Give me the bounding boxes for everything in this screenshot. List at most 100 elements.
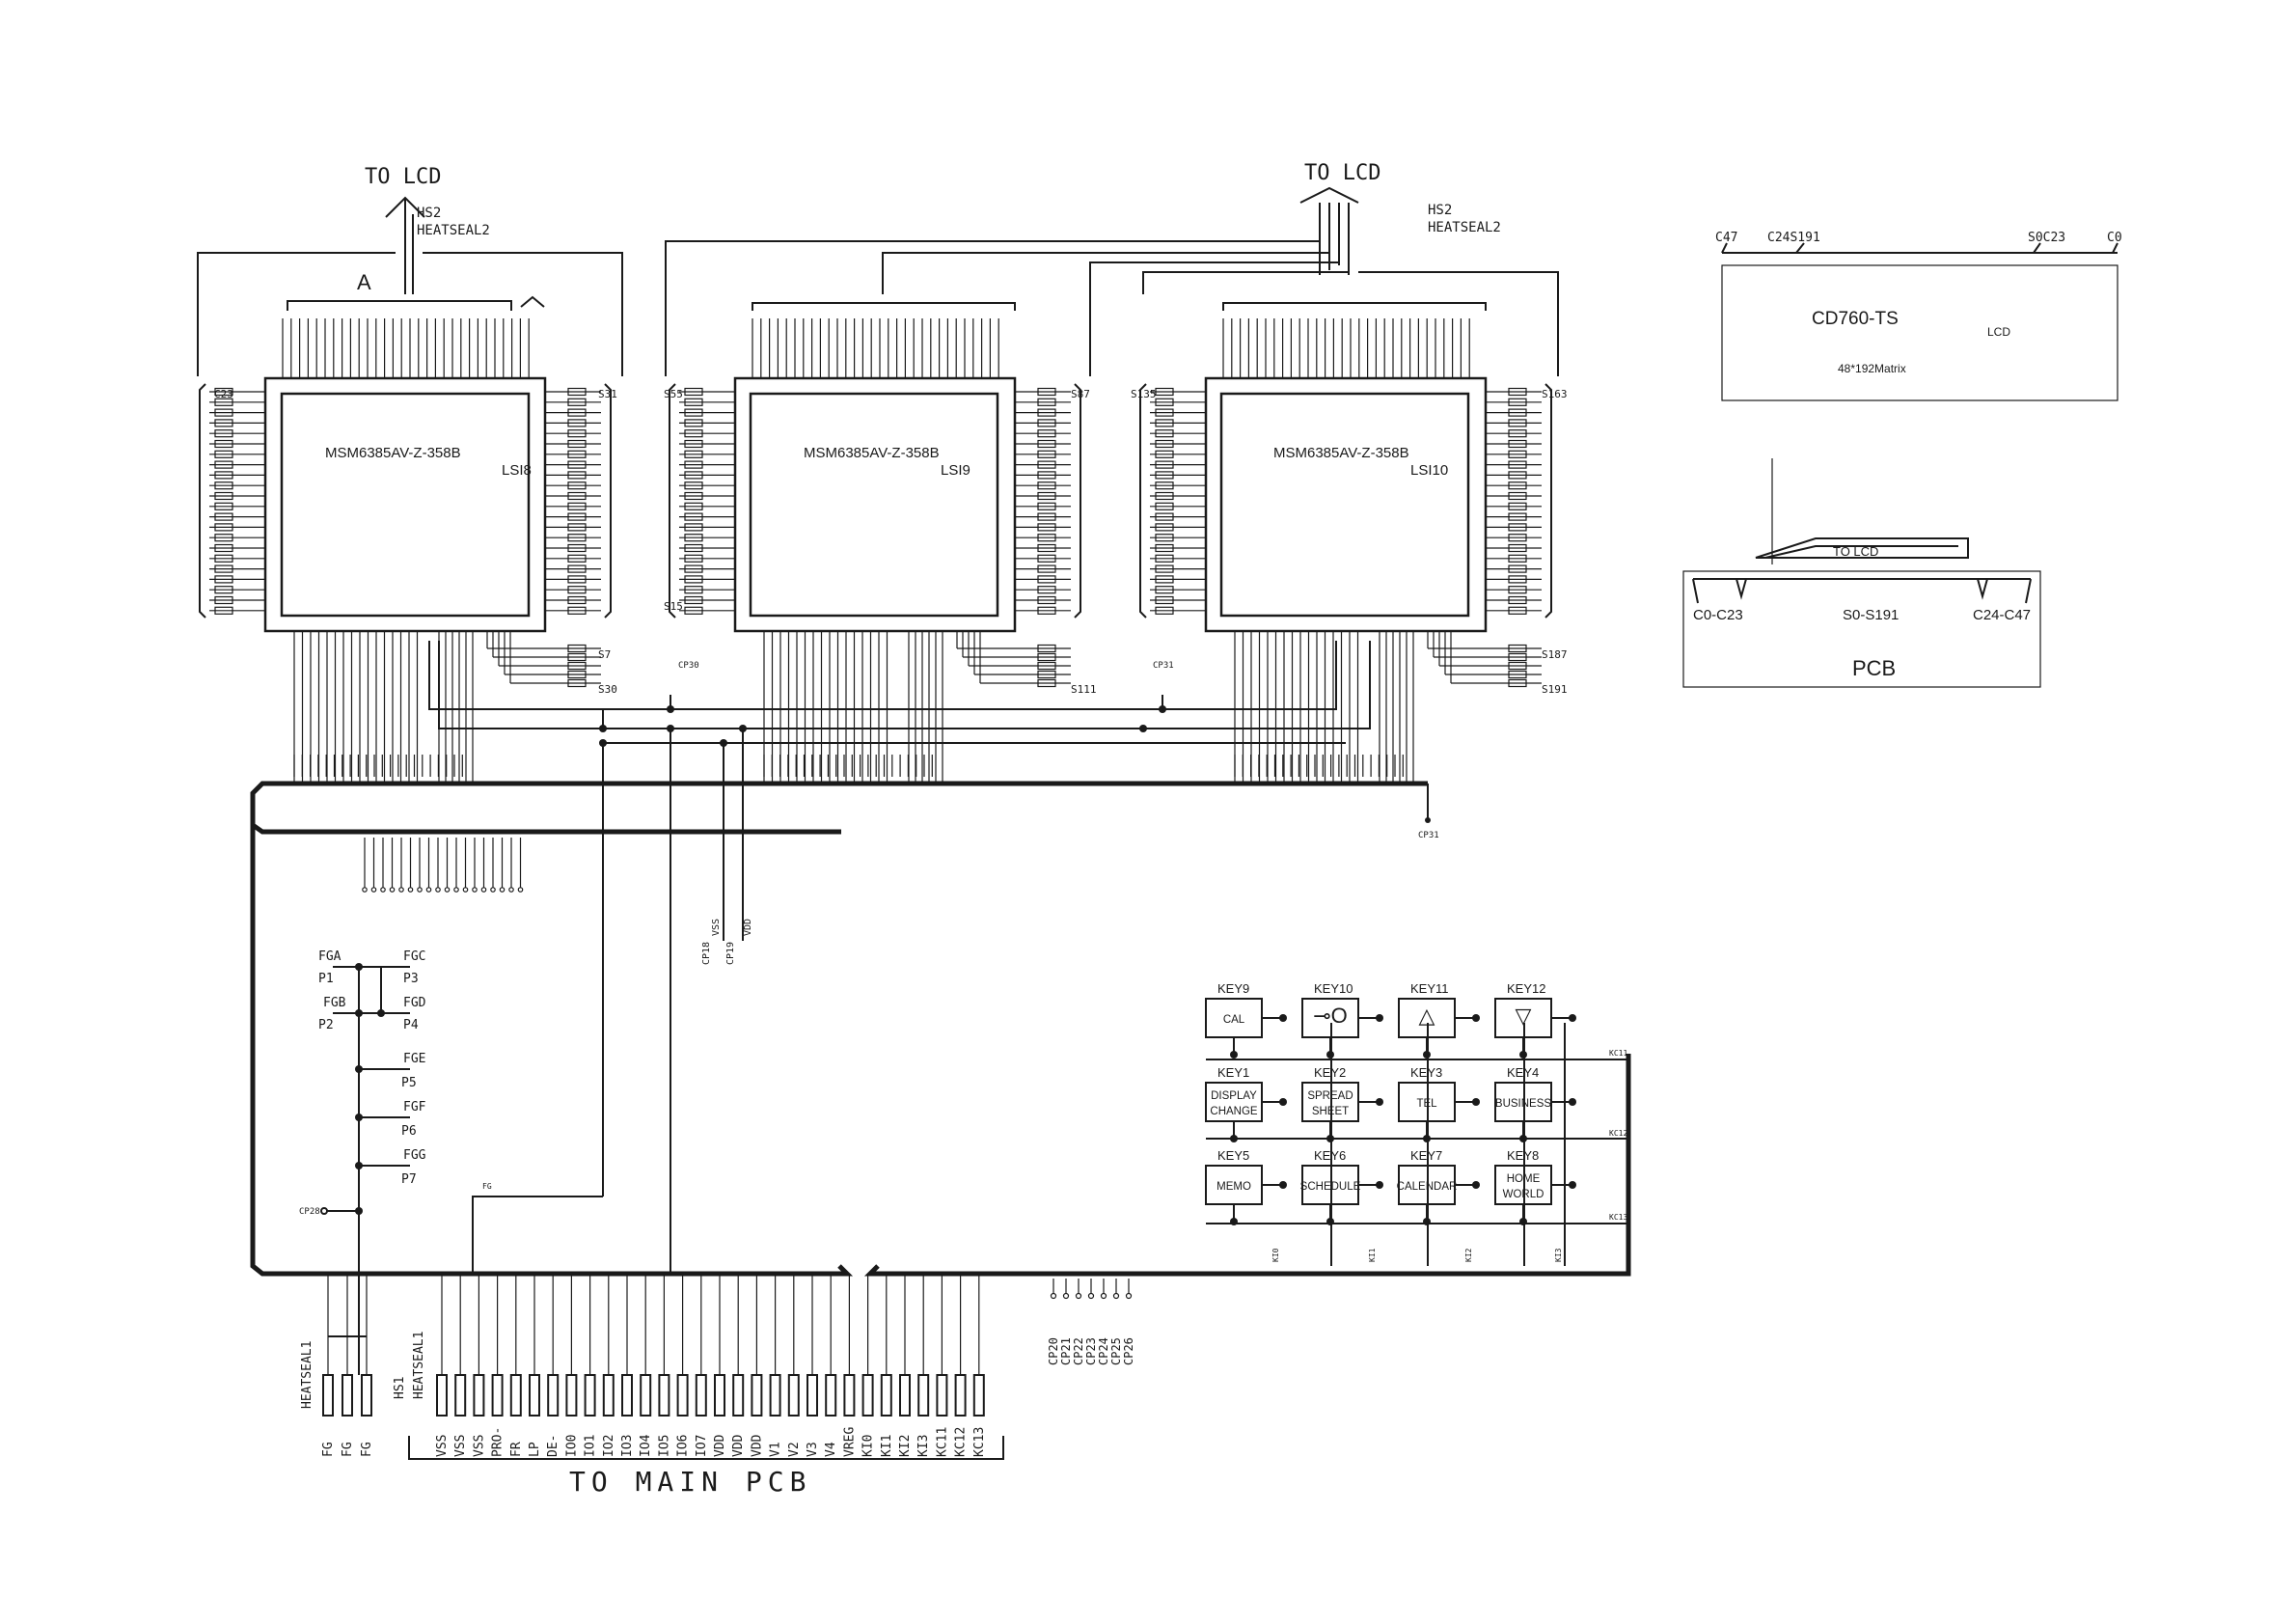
pin-pad xyxy=(684,606,703,615)
pin-label-lsi8-topleft: C23 xyxy=(214,388,233,400)
hs2-left-id: HS2 xyxy=(417,206,441,221)
pin-label-lsi8-topright: S31 xyxy=(598,388,617,400)
footer-to-main-pcb: TO MAIN PCB xyxy=(569,1466,811,1498)
key-key2-label: SPREAD xyxy=(1307,1090,1353,1102)
pin-pad xyxy=(1037,450,1056,458)
cp-key-pad xyxy=(1100,1292,1107,1300)
pin-label-lsi10-bottom: S191 xyxy=(1542,683,1568,696)
pin-pad xyxy=(1155,471,1174,480)
pin-pad xyxy=(214,450,233,458)
pin-pad xyxy=(1037,419,1056,427)
connector-pin xyxy=(361,1374,372,1417)
pin-pad xyxy=(1508,408,1527,417)
key-node xyxy=(1569,1014,1576,1022)
connector-pin-label: IO5 xyxy=(657,1435,671,1457)
pin-pad xyxy=(1037,408,1056,417)
pin-bracket xyxy=(1544,383,1552,619)
pin-pad xyxy=(1508,534,1527,542)
hs1-id: HS1 xyxy=(393,1377,407,1399)
chip-pin-fans xyxy=(199,318,1552,784)
pin-bracket xyxy=(669,383,676,619)
pin-pad xyxy=(1508,575,1527,584)
cp31-bus-label: CP31 xyxy=(1418,831,1439,840)
key-col-ki3: KI3 xyxy=(1554,1248,1563,1262)
chip-a-marker: A xyxy=(357,270,371,294)
pin-pad xyxy=(214,439,233,449)
key-row-kc13: KC13 xyxy=(1609,1213,1627,1222)
pin-pad xyxy=(1155,408,1174,417)
pin-pad xyxy=(567,481,587,490)
pin-pad xyxy=(567,586,587,594)
hs2-left-name: HEATSEAL2 xyxy=(417,223,490,238)
pin-pad xyxy=(1508,450,1527,458)
key-row-kc11: KC11 xyxy=(1609,1049,1627,1058)
fg-small-label: FG xyxy=(482,1182,492,1191)
pin-pad xyxy=(684,408,703,417)
hs1-title: HEATSEAL1 xyxy=(412,1332,426,1399)
pin-label-lsi9-bottom: S111 xyxy=(1071,683,1097,696)
main-bus xyxy=(250,781,1428,1277)
pcb-label-c24-c47: C24-C47 xyxy=(1973,607,2031,623)
pin-pad xyxy=(567,670,587,679)
key-node xyxy=(1519,1051,1527,1059)
pin-pad xyxy=(1508,644,1527,653)
pin-pad xyxy=(567,387,587,397)
pin-pad xyxy=(684,471,703,480)
pin-pad xyxy=(1037,439,1056,449)
pin-pad xyxy=(567,554,587,563)
connector-pin xyxy=(806,1374,818,1417)
key-key8-label: WORLD xyxy=(1503,1189,1544,1200)
pin-pad xyxy=(567,678,587,688)
key-node xyxy=(1519,1218,1527,1225)
pin-pad xyxy=(567,429,587,438)
lcd-type: LCD xyxy=(1987,325,2010,339)
bus-taps xyxy=(293,755,1404,777)
pin-pad xyxy=(214,554,233,563)
connector-pin-label: IO1 xyxy=(584,1435,598,1457)
key-key1-label: DISPLAY xyxy=(1211,1090,1257,1102)
pin-label-lsi9-topleft: S55 xyxy=(664,388,683,400)
fg-net-fgc: FGC xyxy=(403,949,425,964)
pin-pad xyxy=(1037,670,1056,679)
fg-pin-p3: P3 xyxy=(403,972,419,986)
connector-pin xyxy=(676,1374,689,1417)
connector-pin-label: VDD xyxy=(713,1434,727,1457)
lcd-top-c24s191: C24S191 xyxy=(1767,231,1820,245)
connector-pin-label: VSS xyxy=(435,1435,450,1457)
pcb-label-s0-s191: S0-S191 xyxy=(1843,607,1899,623)
pin-pad xyxy=(1037,586,1056,594)
key-node xyxy=(1472,1098,1480,1106)
connector-pin xyxy=(880,1374,892,1417)
pin-pad xyxy=(1508,523,1527,532)
key-node xyxy=(1279,1014,1287,1022)
cp28-label: CP28 xyxy=(299,1207,320,1217)
pin-pad xyxy=(567,408,587,417)
pin-pad xyxy=(1037,661,1056,671)
pin-pad xyxy=(214,481,233,490)
chip-lsi9: LSI9 MSM6385AV-Z-358B xyxy=(733,376,1017,633)
key-key11-label: △ xyxy=(1419,1004,1435,1028)
key-matrix: KC11 KC12 KC13 KI0 KI1 KI2 KI3 KEY9CALKE… xyxy=(1205,981,1628,1266)
pin-pad xyxy=(214,575,233,584)
pin-pad xyxy=(684,586,703,594)
lcd-module: C47 C24S191 S0C23 C0 CD760-TS LCD 48*192… xyxy=(1715,231,2122,401)
cp18-label: CP18 xyxy=(701,942,712,965)
key-node xyxy=(1230,1218,1238,1225)
pin-pad xyxy=(1155,564,1174,573)
connector-pin xyxy=(584,1374,596,1417)
connector-pin xyxy=(972,1374,985,1417)
pin-pad xyxy=(214,387,233,397)
pin-pad xyxy=(1508,652,1527,662)
cp19-label: CP19 xyxy=(725,942,736,965)
key-key3-label: TEL xyxy=(1416,1098,1437,1110)
key-node xyxy=(1376,1181,1383,1189)
pin-pad xyxy=(567,460,587,469)
pin-pad xyxy=(214,471,233,480)
pin-pad xyxy=(567,661,587,671)
chip-lsi10-part: MSM6385AV-Z-358B xyxy=(1273,445,1409,461)
pin-pad xyxy=(1508,460,1527,469)
pin-pad xyxy=(214,534,233,542)
lcd-top-c0: C0 xyxy=(2107,231,2122,245)
connector-pin-label: VDD xyxy=(750,1434,764,1457)
